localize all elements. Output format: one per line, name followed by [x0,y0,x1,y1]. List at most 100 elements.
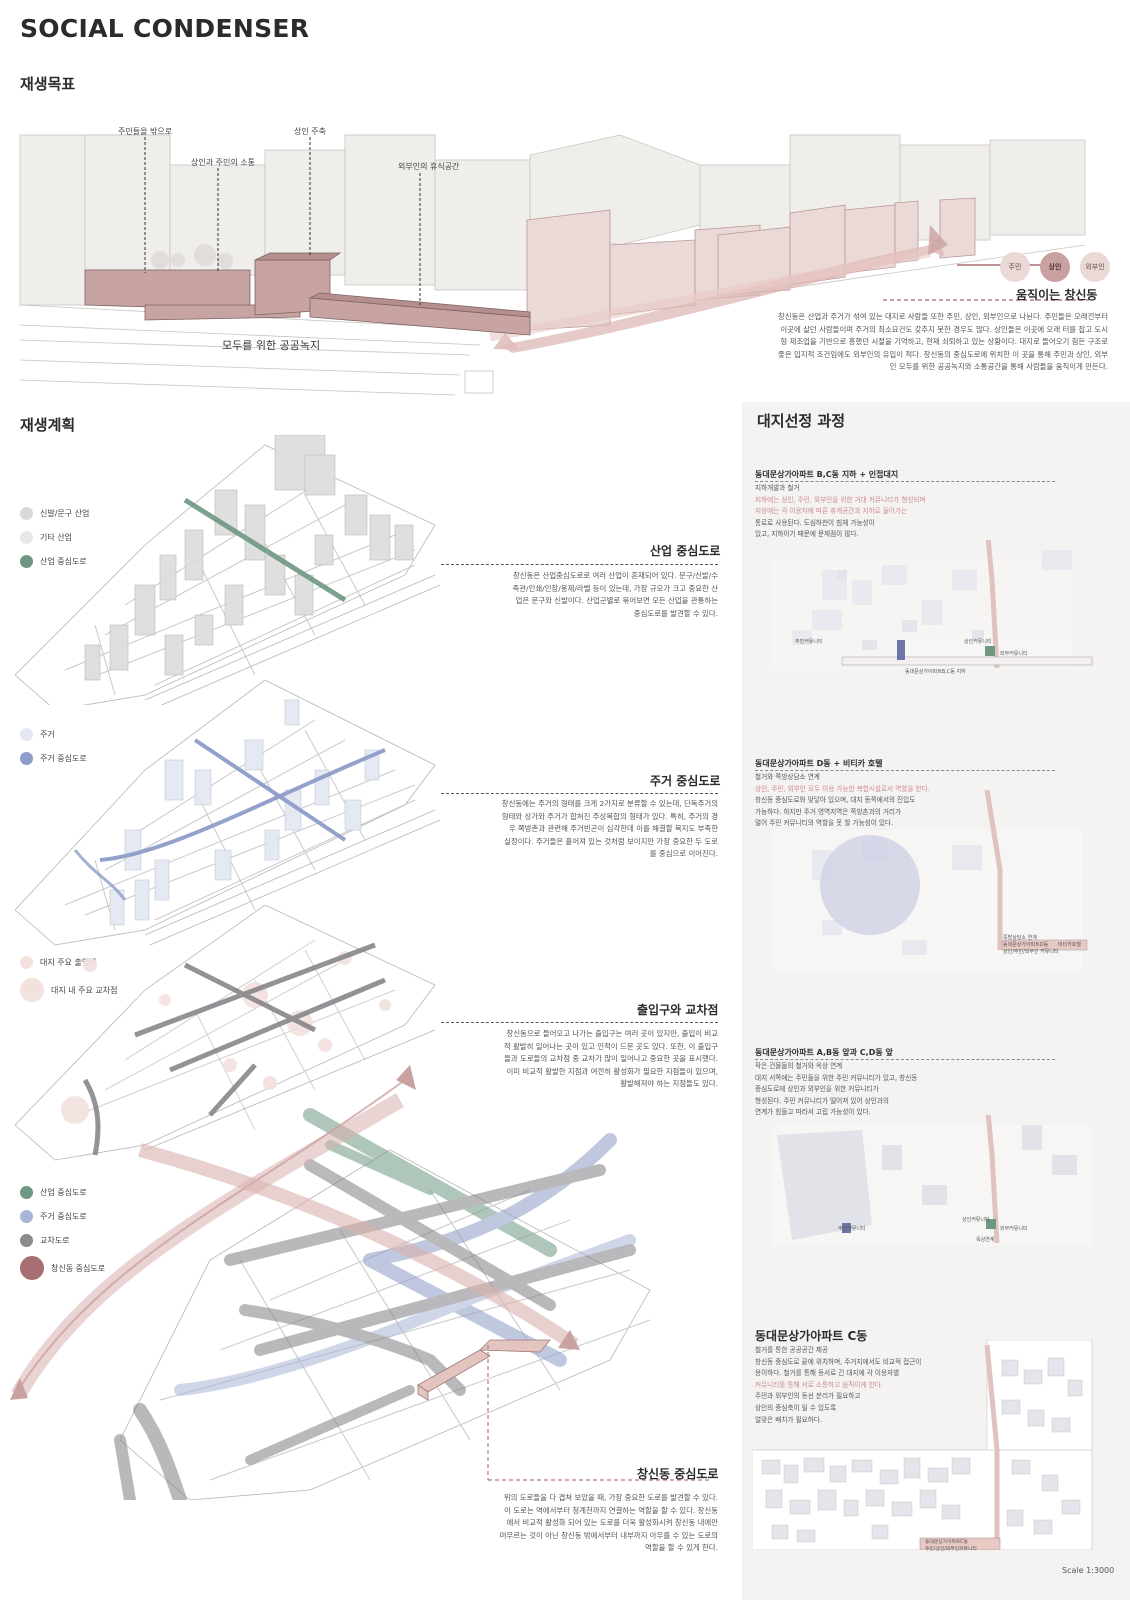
callout-merchant-axis: 상인 주축 [294,127,326,136]
legend-label: 기타 산업 [40,532,72,542]
s2-text: 창신동에는 주거의 형태를 크게 2가지로 분류할 수 있는데, 단독주거의 형… [501,799,718,859]
site2-label-community: 상인/주민/외부인 커뮤니티 [1003,949,1059,955]
callout-visitor-rest: 외부인의 휴식공간 [398,162,460,171]
legend-dot [20,1185,33,1199]
central-road-composite [10,1065,710,1500]
node-resident: 주민 [1000,252,1030,282]
site3-desc-line: 연계가 힘들고 따라서 고립 가능성이 있다. [755,1108,871,1117]
site1-desc-line: 지하개발과 철거 [755,484,800,492]
site1-desc-line: 지하에는 상인, 주민, 외부인을 위한 거대 커뮤니티가 형성되며 [755,495,926,504]
site3-rule [755,1059,1055,1060]
s4-title: 창신동 중심도로 [637,1467,719,1481]
site1-rule [755,481,1055,482]
callout-merchant-comm: 상인과 주민의 소통 [191,158,255,167]
site1-label-resident: 주민커뮤니티 [795,639,823,645]
site4-label-community: 주민/상인/외부인커뮤니티 [925,1547,977,1552]
site1-desc-line: 있고, 지하이기 때문에 문제점이 많다. [755,530,859,539]
site1-label-site: 동대문상가아파트B,C동 지하 [905,669,966,675]
s2-leader [441,793,718,794]
site4-desc: 철거를 통한 공공공간 제공 창신동 중심도로 끝에 위치하며, 주거지에서도 … [755,1345,985,1426]
site1-desc-line: 지상에는 각 이용자에 따른 휴게공간과 지하로 들어가는 [755,507,908,516]
legend-dot [20,530,33,544]
legend-residence: 주거 주거 중심도로 [20,727,87,765]
legend-label: 신발/문구 산업 [40,508,90,518]
site-heading: 대지선정 과정 [757,412,846,430]
node-merchant: 상인 [1040,252,1070,282]
site2-map [772,790,1088,970]
s1-text: 창신동은 산업중심도로로 여러 산업이 혼재되어 있다. 문구/신발/수족관/인… [512,571,718,618]
node-visitor: 외부인 [1080,252,1110,282]
green-space-label: 모두를 위한 공공녹지 [222,339,321,352]
site4-map [752,1340,1093,1550]
site4-label-c: 동대문상가아파트C동 [925,1540,969,1545]
site3-desc-line: 작은 건물들의 철거와 옥상 연계 [755,1062,843,1070]
site2-label-hotel: 비티카호텔 [1058,942,1082,948]
goal-heading: 재생목표 [20,75,76,93]
legend-dot [20,554,33,568]
site4-desc-line: 용이하다. 철거를 통해 동서로 긴 대지에 각 이용자별 [755,1369,900,1378]
s1-leader [441,564,718,565]
moving-title: 움직이는 창신동 [1016,288,1098,302]
site1-map [772,540,1093,670]
industry-road-diagram [15,435,441,705]
moving-paragraph: 창신동은 산업과 주거가 섞여 있는 대지로 사람들 또한 주민, 상인, 외부… [778,312,1108,372]
legend-label: 산업 중심도로 [40,556,87,566]
entrance-junction-diagram [15,905,436,1161]
site3-title: 동대문상가아파트 A,B동 앞과 C,D동 앞 [755,1048,893,1057]
s2-title: 주거 중심도로 [650,774,721,788]
legend-entrance: 대지 주요 출입구 대지 내 주요 교차점 [20,955,118,1003]
legend-dot [20,1233,33,1247]
site4-desc-line: 상인의 중심축이 될 수 있도록 [755,1403,837,1412]
site4-desc-line: 창신동 중심도로 끝에 위치하며, 주거지에서도 비교적 접근이 [755,1357,922,1366]
site2-desc: 철거와 쪽방상담소 연계 상인, 주민, 외부인 모두 이용 가능한 복합시설로… [755,772,1015,830]
site2-desc-line: 상인, 주민, 외부인 모두 이용 가능한 복합시설로서 역할을 한다. [755,784,930,793]
legend-label: 대지 주요 출입구 [40,957,97,967]
site3-label-roof: 옥상연계 [976,1237,995,1243]
site3-desc-line: 대지 서쪽에는 주민들을 위한 주민 커뮤니티가 있고, 창신동 [755,1073,918,1082]
site3-desc-line: 중심도로에 상인과 외부인을 위한 커뮤니티가 [755,1085,879,1094]
site1-title: 동대문상가아파트 B,C동 지하 + 인접대지 [755,470,899,479]
site3-map [772,1115,1092,1245]
s4-text: 위의 도로들을 다 겹쳐 보았을 때, 가장 중요한 도로를 발견할 수 있다.… [499,1493,718,1553]
s1-title: 산업 중심도로 [650,544,721,558]
site2-label-d: 동대문상가아파트D동 [1003,942,1049,948]
site4-desc-line: 철거를 통한 공공공간 제공 [755,1346,829,1354]
site3-desc: 작은 건물들의 철거와 옥상 연계 대지 서쪽에는 주민들을 위한 주민 커뮤니… [755,1061,1015,1119]
site2-rule [755,770,1055,771]
legend-roads: 산업 중심도로 주거 중심도로 교차도로 창신동 중심도로 [20,1185,105,1281]
legend-dot [20,1256,44,1280]
site4-desc-line: 얼맞은 배치가 필요하다. [755,1415,822,1424]
legend-label: 주거 [40,729,55,739]
site3-label-visitor: 외부커뮤니티 [1000,1226,1028,1232]
site3-desc-line: 형성된다. 주민 커뮤니티가 떨어져 있어 상인과의 [755,1096,889,1105]
legend-dot [20,727,33,741]
legend-label: 산업 중심도로 [40,1187,87,1197]
s3-title: 출입구와 교차점 [637,1003,719,1017]
legend-dot [20,506,33,520]
page-title: SOCIAL CONDENSER [20,14,310,43]
site4-desc-line: 주민과 외부인의 동선 분리가 필요하고 [755,1392,861,1401]
legend-dot [20,751,33,765]
legend-label: 주거 중심도로 [40,753,87,763]
scale-label: Scale 1:3000 [1062,1566,1115,1575]
goal-street-diagram [19,134,1089,396]
legend-label: 주거 중심도로 [40,1211,87,1221]
callout-residents-out: 주민들을 밖으로 [118,127,173,136]
plan-heading: 재생계획 [20,416,76,434]
site2-desc-line: 창신동 중심도로와 맞닿아 있으며, 대지 동쪽에서의 진입도 [755,796,916,805]
legend-dot [20,955,33,969]
legend-dot [20,978,44,1002]
site4-title: 동대문상가아파트 C동 [755,1329,868,1343]
site2-desc-line: 가능하다. 하지만 주거 영역지역은 쪽방촌과의 거리가 [755,807,902,816]
legend-label: 대지 내 주요 교차점 [51,985,118,995]
site2-desc-line: 철거와 쪽방상담소 연계 [755,773,820,781]
site3-label-resident: 주민커뮤니티 [838,1226,866,1232]
legend-industry: 신발/문구 산업 기타 산업 산업 중심도로 [20,506,89,568]
legend-label: 교차도로 [40,1235,70,1245]
site4-desc-line: 커뮤니티를 통해 서로 소통하고 움직이게 한다. [755,1380,883,1389]
site1-label-merchant: 상인커뮤니티 [964,639,992,645]
site3-label-merchant: 상인커뮤니티 [962,1217,990,1223]
site2-label-shelter: 쪽방상담소 연계 [1003,935,1037,941]
s3-leader [441,1022,718,1023]
site2-desc-line: 멀어 주민 커뮤니티의 역할을 못 할 가능성이 있다. [755,819,894,828]
